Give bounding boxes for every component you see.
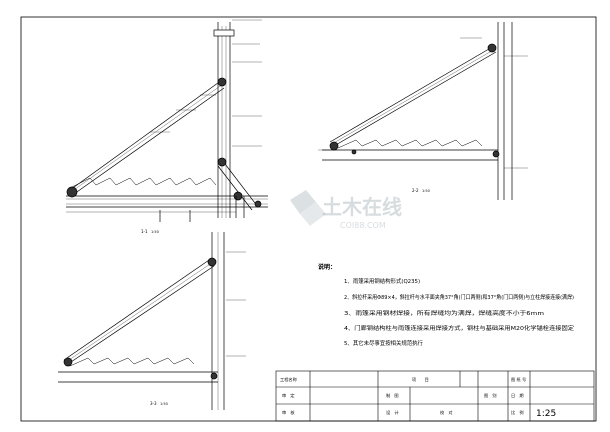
view-2-label: 2-2 — [412, 188, 419, 193]
view-3-scale: 1:50 — [160, 402, 168, 406]
notes-title: 说明： — [318, 263, 336, 271]
view-2-2 — [318, 22, 528, 200]
tb-proofread-label: 校 对 — [440, 409, 453, 416]
tb-scale-value: 1:25 — [536, 409, 556, 419]
watermark-subtext: COI88.COM — [340, 221, 386, 230]
tb-drawing-label: 图 别 — [484, 392, 497, 399]
view-3-label: 3-3 — [150, 401, 157, 406]
watermark-logo — [290, 190, 326, 226]
tb-draw-label: 制 图 — [386, 392, 399, 399]
notes-item-5: 5、其它未尽事宜按相关规范执行 — [344, 339, 424, 347]
tb-design-label: 设 计 — [386, 409, 399, 416]
watermark-text: 土木在线 — [322, 195, 402, 219]
notes-item-2: 2、斜拉杆采用Φ89×4，斜拉杆与水平面夹角37°角(门口两侧)和37°角(门口… — [344, 293, 574, 301]
tb-review-label: 审 定 — [282, 392, 295, 399]
tb-date-label: 日 期 — [511, 393, 524, 399]
tb-drawing-no-label: 图 纸 号 — [511, 376, 526, 383]
view-1-1 — [66, 19, 268, 222]
tb-scale-label: 比 例 — [511, 409, 524, 416]
notes-item-1: 1、雨篷采用钢结构形式(Q235) — [344, 277, 420, 285]
view-1-label: 1-1 — [141, 229, 148, 234]
notes-item-3: 3、雨篷采用钢材焊接，所有焊缝均为满焊，焊缝高度不小于6mm — [344, 309, 544, 317]
tb-project-name-label: 工程名称 — [280, 376, 297, 383]
view-3-3 — [58, 232, 246, 410]
view-2-scale: 1:50 — [422, 189, 430, 193]
title-block — [275, 370, 595, 422]
tb-project-label: 项 目 — [412, 377, 429, 383]
tb-check-label: 审 核 — [282, 409, 295, 416]
view-1-scale: 1:50 — [151, 230, 159, 234]
notes-item-4: 4、门廊钢结构柱与雨篷连接采用焊接方式，钢柱与基础采用M20化学锚栓连接固定 — [344, 324, 575, 332]
